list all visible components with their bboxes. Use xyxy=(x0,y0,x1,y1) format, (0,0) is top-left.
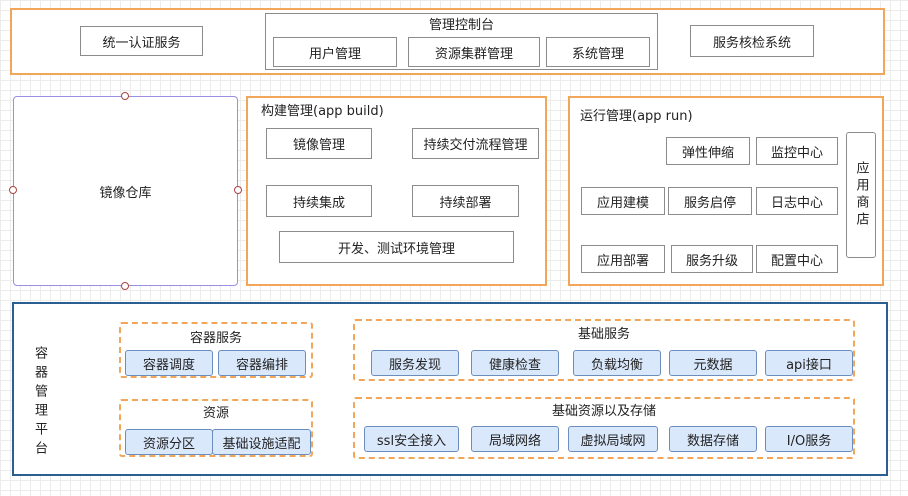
vlan-label: 虚拟局域网 xyxy=(580,433,646,449)
resource-partition-label: 资源分区 xyxy=(142,436,195,452)
ssl-access-box: ssl安全接入 xyxy=(364,426,459,452)
metadata-label: 元数据 xyxy=(693,357,733,373)
resize-handle-bottom[interactable] xyxy=(121,282,129,290)
service-check-label: 服务核检系统 xyxy=(712,35,791,51)
service-start-stop-label: 服务启停 xyxy=(683,195,736,211)
monitor-center-box: 监控中心 xyxy=(756,137,838,165)
image-registry-label: 镜像仓库 xyxy=(99,185,152,201)
service-start-stop-box: 服务启停 xyxy=(668,187,752,215)
container-service-title: 容器服务 xyxy=(189,331,242,346)
resize-handle-left[interactable] xyxy=(9,186,17,194)
console-title: 管理控制台 xyxy=(428,18,494,33)
ci-label: 持续集成 xyxy=(292,195,345,211)
service-upgrade-label: 服务升级 xyxy=(685,253,738,269)
service-check-box: 服务核检系统 xyxy=(690,25,814,57)
autoscale-box: 弹性伸缩 xyxy=(666,137,750,165)
container-scheduling-label: 容器调度 xyxy=(142,357,195,373)
metadata-box: 元数据 xyxy=(669,350,757,376)
app-modeling-box: 应用建模 xyxy=(581,187,665,215)
health-check-box: 健康检查 xyxy=(471,350,559,376)
user-management-box: 用户管理 xyxy=(273,37,397,67)
autoscale-label: 弹性伸缩 xyxy=(681,145,734,161)
config-center-label: 配置中心 xyxy=(770,253,823,269)
io-service-label: I/O服务 xyxy=(786,433,832,449)
image-registry-box[interactable]: 镜像仓库 xyxy=(13,96,238,286)
container-platform-label: 容器管理平台 xyxy=(32,346,47,460)
data-storage-label: 数据存储 xyxy=(686,433,739,449)
basic-services-title: 基础服务 xyxy=(577,327,630,342)
io-service-box: I/O服务 xyxy=(765,426,853,452)
service-discovery-box: 服务发现 xyxy=(371,350,459,376)
cd-pipeline-label: 持续交付流程管理 xyxy=(423,138,528,153)
system-management-box: 系统管理 xyxy=(546,37,650,67)
resize-handle-top[interactable] xyxy=(121,92,129,100)
container-orchestration-box: 容器编排 xyxy=(218,350,306,376)
image-management-box: 镜像管理 xyxy=(266,128,372,159)
container-scheduling-box: 容器调度 xyxy=(125,350,213,376)
run-management-title: 运行管理(app run) xyxy=(580,109,693,124)
auth-service-label: 统一认证服务 xyxy=(102,35,181,51)
log-center-box: 日志中心 xyxy=(756,187,838,215)
lan-box: 局域网络 xyxy=(471,426,559,452)
service-upgrade-box: 服务升级 xyxy=(671,245,753,273)
user-management-label: 用户管理 xyxy=(308,46,361,62)
infra-adapter-box: 基础设施适配 xyxy=(212,429,311,455)
ssl-access-label: ssl安全接入 xyxy=(376,433,447,449)
ci-box: 持续集成 xyxy=(266,185,372,217)
auth-service-box: 统一认证服务 xyxy=(80,26,203,56)
cd-label: 持续部署 xyxy=(439,195,492,211)
config-center-box: 配置中心 xyxy=(756,245,838,273)
app-deploy-label: 应用部署 xyxy=(596,253,649,269)
cluster-management-box: 资源集群管理 xyxy=(408,37,540,67)
resource-partition-box: 资源分区 xyxy=(125,429,213,455)
lan-label: 局域网络 xyxy=(488,433,541,449)
cd-pipeline-box: 持续交付流程管理 xyxy=(412,128,539,159)
load-balancing-box: 负载均衡 xyxy=(573,350,661,376)
health-check-label: 健康检查 xyxy=(488,357,541,373)
cluster-management-label: 资源集群管理 xyxy=(434,46,513,62)
app-modeling-label: 应用建模 xyxy=(596,195,649,211)
load-balancing-label: 负载均衡 xyxy=(590,357,643,373)
build-management-title: 构建管理(app build) xyxy=(261,104,384,119)
data-storage-box: 数据存储 xyxy=(669,426,757,452)
system-management-label: 系统管理 xyxy=(571,46,624,62)
resources-title: 资源 xyxy=(202,406,229,421)
basic-resources-title: 基础资源以及存储 xyxy=(551,404,656,419)
app-store-label: 应用商店 xyxy=(853,161,869,229)
resize-handle-right[interactable] xyxy=(234,186,242,194)
app-deploy-box: 应用部署 xyxy=(581,245,665,273)
dev-test-env-box: 开发、测试环境管理 xyxy=(279,231,514,263)
log-center-label: 日志中心 xyxy=(770,195,823,211)
cd-box: 持续部署 xyxy=(412,185,519,217)
infra-adapter-label: 基础设施适配 xyxy=(222,436,301,452)
app-store-box: 应用商店 xyxy=(846,132,876,258)
vlan-box: 虚拟局域网 xyxy=(568,426,658,452)
monitor-center-label: 监控中心 xyxy=(770,145,823,161)
container-orchestration-label: 容器编排 xyxy=(235,357,288,373)
service-discovery-label: 服务发现 xyxy=(388,357,441,373)
api-interface-label: api接口 xyxy=(786,357,832,373)
dev-test-env-label: 开发、测试环境管理 xyxy=(337,241,455,257)
image-management-label: 镜像管理 xyxy=(292,138,345,153)
api-interface-box: api接口 xyxy=(765,350,853,376)
